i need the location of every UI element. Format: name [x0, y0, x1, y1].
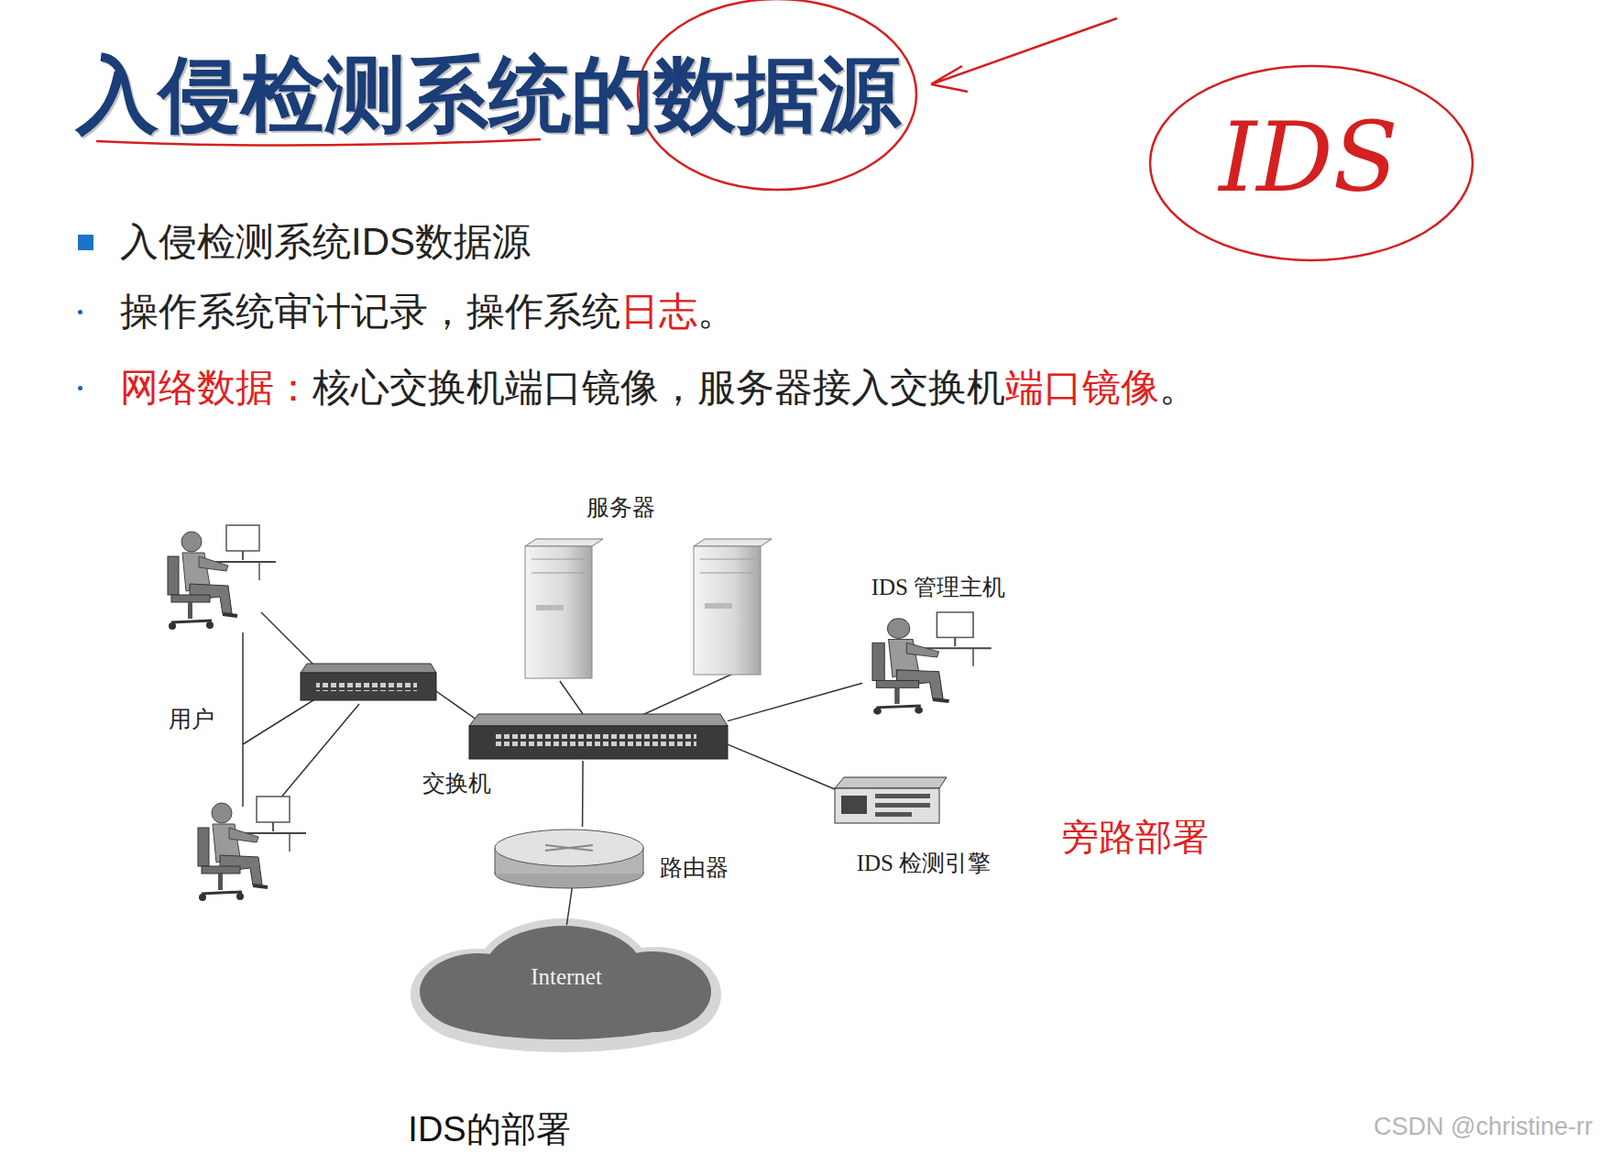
core-switch-part: [494, 733, 697, 748]
lan-wires-part: [632, 672, 735, 720]
network-link: [581, 760, 584, 827]
core-switch: [469, 713, 728, 759]
bullet-text: 。: [697, 289, 736, 333]
core-switch-part: [469, 713, 728, 726]
core-switch-part: [469, 725, 728, 759]
servers-part: [536, 604, 564, 611]
ids-engine-part: [841, 795, 867, 814]
bullet-line: 网络数据：核心交换机端口镜像，服务器接入交换机端口镜像。: [120, 364, 1198, 411]
router-part: [545, 844, 593, 851]
servers: [525, 538, 772, 679]
lan-wires-part: [242, 698, 317, 745]
internet-cloud-part: [410, 918, 722, 1053]
bullet-line: 入侵检测系统IDS数据源: [120, 219, 531, 265]
hand-annotations-part: [931, 18, 1118, 92]
internet-cloud-part: [419, 925, 712, 1040]
bullet-text: 。: [1159, 365, 1198, 409]
ids-engine-part: [875, 811, 912, 817]
servers-part: [693, 546, 761, 675]
hub-switch-part: [300, 663, 437, 673]
router: 路由器: [494, 826, 644, 888]
node-label: Internet: [530, 964, 603, 990]
node-label: IDS 检测引擎: [856, 847, 992, 878]
watermark: CSDN @christine-rr: [1373, 1113, 1593, 1141]
handwritten-note: IDS: [1218, 105, 1399, 210]
network-link: [727, 744, 835, 790]
bullet-text: 网络数据：: [120, 365, 313, 409]
ids-engine: IDS 检测引擎: [834, 777, 947, 825]
dot-bullet: [77, 309, 83, 315]
router: [494, 829, 644, 888]
lan-wires-part: [433, 689, 477, 720]
slide-title: 入侵检测系统的数据源: [76, 53, 901, 136]
bullet-text: 入侵检测系统IDS数据源: [120, 219, 531, 264]
lan-wires-part: [241, 632, 244, 807]
dot-bullet: [77, 385, 83, 391]
core-switch: 交换机: [469, 713, 728, 761]
hub-switch-part: [300, 672, 437, 701]
servers-part: [700, 558, 754, 560]
hand-annotations-part: [1150, 65, 1473, 261]
internet-cloud: Internet: [407, 918, 720, 1052]
bullet-text: 端口镜像: [1005, 365, 1160, 409]
square-bullet: [77, 234, 94, 251]
servers-part: [531, 572, 585, 574]
ids-engine-part: [875, 793, 931, 799]
ids-engine-part: [834, 788, 940, 823]
bullet-text: 日志: [620, 289, 698, 333]
hand-annotations-part: [96, 139, 541, 146]
internet-cloud-part-part: [435, 987, 692, 1040]
node-label: 服务器: [586, 492, 656, 523]
bullet-text: 操作系统审计记录，操作系统: [120, 289, 621, 333]
servers-part: [525, 538, 603, 547]
ids-engine-part: [875, 802, 931, 808]
network-link: [559, 680, 583, 714]
ids-engine-part: [834, 777, 947, 789]
servers-part: [525, 546, 592, 679]
ids-management-host: IDS 管理主机: [862, 612, 996, 720]
bullet-line: 操作系统审计记录，操作系统日志。: [120, 288, 736, 335]
node-label: 交换机: [422, 767, 492, 799]
servers-part: [700, 572, 754, 574]
router-part: [494, 829, 644, 866]
figure-caption: IDS的部署: [407, 1106, 570, 1153]
lan-wires-part: [261, 612, 317, 668]
servers-part: [704, 602, 733, 609]
user-figures-part: [197, 796, 307, 901]
lan-wires-part: [274, 703, 360, 805]
node-label: IDS 管理主机: [871, 571, 1007, 603]
server-group: 服务器: [520, 536, 767, 681]
servers-part: [531, 558, 585, 560]
hub-switch: [300, 663, 437, 701]
network-link: [566, 887, 572, 925]
lan-wires: [242, 612, 735, 807]
user-figures-part: [167, 525, 276, 630]
node-label: 路由器: [659, 852, 729, 883]
bullet-text: 核心交换机端口镜像，服务器接入交换机: [312, 365, 1006, 409]
hub-switch-part: [316, 679, 417, 691]
internet-cloud: [410, 918, 722, 1053]
network-link: [727, 682, 863, 721]
deployment-note: 旁路部署: [1062, 816, 1209, 857]
user-figures-part: [872, 612, 992, 715]
group-label: 用户: [168, 706, 215, 733]
servers-part: [693, 538, 772, 547]
user-figures: [167, 525, 992, 901]
ids-engine: [834, 777, 947, 823]
